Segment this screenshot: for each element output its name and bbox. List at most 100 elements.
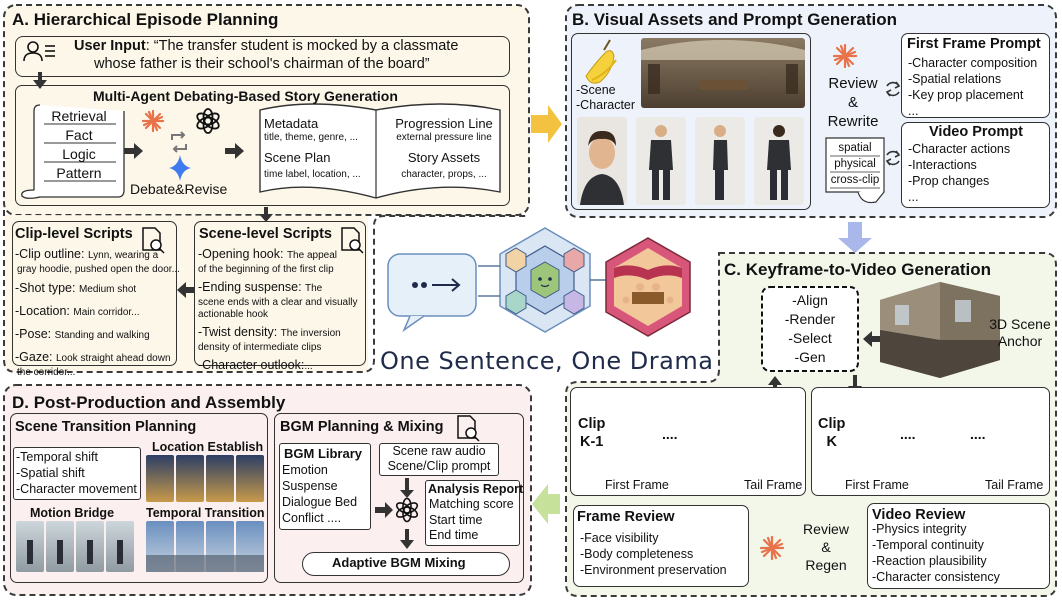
- frame-review-list: -Face visibility -Body completeness -Env…: [580, 531, 727, 577]
- arrow-a-to-b: [531, 105, 562, 143]
- video-prompt-box: [901, 122, 1050, 208]
- story-assets-sub: character, props, ...: [401, 169, 487, 180]
- clip-scripts-title: Clip-level Scripts: [15, 226, 133, 242]
- scroll-item: Logic: [62, 146, 96, 162]
- location-establish-thumbs: [146, 455, 264, 502]
- scene-item-cont: actionable hook: [198, 309, 269, 320]
- speech-bubble-icon: [387, 253, 477, 333]
- scene-transition-box: [10, 413, 268, 583]
- visual-assets-box: [571, 33, 811, 210]
- scroll-item: Retrieval: [51, 108, 107, 124]
- first-frame-prompt-list: -Character composition -Spatial relation…: [908, 56, 1038, 118]
- scene-scripts-list: -Opening hook: The appeal of the beginni…: [198, 246, 358, 375]
- open-book: [259, 103, 501, 199]
- clip-scripts-list: -Clip outline: Lynn, wearing a gray hood…: [15, 246, 180, 379]
- tail-frame-label: Tail Frame: [744, 478, 803, 492]
- bgm-library-title: BGM Library: [284, 446, 363, 461]
- clip-item-cont: gray hoodie, pushed open the door...: [17, 264, 180, 275]
- scene-item: -Twist density: The inversion: [198, 325, 341, 339]
- scene-anchor-label: 3D Scene Anchor: [989, 316, 1051, 349]
- ellipsis: ....: [970, 426, 986, 442]
- ellipsis: ....: [900, 426, 916, 442]
- location-establish-label: Location Establish: [152, 440, 264, 454]
- user-list-icon: [23, 41, 55, 62]
- debate-title: Multi-Agent Debating-Based Story Generat…: [93, 88, 398, 104]
- scene-item: -Opening hook: The appeal: [198, 247, 337, 261]
- bgm-library-box: [279, 443, 371, 530]
- clip-k-label: Clip K: [818, 416, 846, 450]
- panel-c-title: C. Keyframe-to-Video Generation: [724, 260, 992, 279]
- scene-label: -Scene: [576, 83, 616, 97]
- review-rewrite-label: Review & Rewrite: [827, 75, 879, 130]
- user-input-label: User Input: [74, 38, 146, 54]
- analysis-report-box: [425, 480, 520, 546]
- temporal-transition-label: Temporal Transition: [146, 506, 265, 520]
- scroll-items: Retrieval Fact Logic Pattern: [36, 107, 122, 183]
- debate-box: [15, 85, 510, 206]
- adaptive-bgm-label: Adaptive BGM Mixing: [332, 555, 466, 570]
- scene-plan-title: Scene Plan: [264, 150, 331, 165]
- metadata-title: Metadata: [264, 116, 319, 131]
- slogan: One Sentence, One Drama: [380, 347, 714, 375]
- motion-bridge-thumbs: [16, 521, 134, 572]
- ellipsis: ....: [662, 426, 678, 442]
- video-review-box: [867, 503, 1050, 589]
- scene-anchor-3d: [880, 282, 1000, 378]
- kf-steps: -Align -Render -Select -Gen: [784, 292, 836, 365]
- document-search-icon: [142, 227, 165, 254]
- first-frame-prompt-box: [901, 33, 1050, 118]
- user-input-line-2: whose father is their school's chairman …: [94, 56, 430, 72]
- progression-sub: external pressure line: [396, 132, 492, 143]
- clip-k1-label: Clip K-1: [578, 416, 606, 450]
- bgm-box: [274, 413, 524, 583]
- book-story-assets: Story Assets character, props, ...: [392, 150, 496, 181]
- analysis-report-list: Matching score Start time End time: [429, 497, 514, 542]
- progression-title: Progression Line: [395, 116, 493, 131]
- adaptive-bgm-box: [302, 552, 510, 576]
- raw-audio-box: [379, 443, 499, 476]
- video-review-title: Video Review: [872, 507, 966, 523]
- temporal-transition-thumbs: [146, 521, 264, 572]
- frame-review-title: Frame Review: [577, 509, 675, 525]
- user-input-box: [15, 36, 510, 77]
- clip-item: -Gaze: Look straight ahead down: [15, 350, 171, 364]
- book-progression: Progression Line external pressure line: [392, 116, 496, 144]
- character-front-view: [636, 117, 686, 205]
- motion-bridge-label: Motion Bridge: [30, 506, 115, 520]
- scene-item-cont: of the beginning of the first clip: [198, 264, 334, 275]
- metadata-sub: title, theme, genre, ...: [264, 132, 358, 143]
- scene-transition-list: -Temporal shift -Spatial shift -Characte…: [16, 450, 137, 496]
- bgm-title: BGM Planning & Mixing: [280, 419, 444, 435]
- book-scene-plan: Scene Plan time label, location, ...: [264, 150, 361, 181]
- clip-item: -Shot type: Medium shot: [15, 281, 137, 295]
- arrow-c-to-d: [532, 484, 560, 524]
- brain-hexagon-icon: [478, 227, 591, 333]
- character-portrait-face: [577, 117, 627, 205]
- story-assets-title: Story Assets: [407, 150, 481, 165]
- video-prompt-title: Video Prompt: [929, 124, 1023, 140]
- banana-icon: [585, 39, 617, 84]
- panel-d-title: D. Post-Production and Assembly: [12, 393, 286, 412]
- clip-item: -Pose: Standing and walking: [15, 327, 150, 341]
- small-scroll-items: spatial physical cross-clip: [830, 142, 880, 186]
- claude-star-icon: [141, 109, 165, 133]
- raw-audio-text: Scene raw audio Scene/Clip prompt: [387, 444, 491, 473]
- clip-scripts-box: [12, 221, 177, 366]
- frame-review-box: [573, 505, 749, 587]
- tail-frame-label: Tail Frame: [985, 478, 1044, 492]
- scroll-item: Pattern: [56, 165, 102, 181]
- character-side-view: [695, 117, 745, 205]
- scene-item: -Ending suspense: The: [198, 280, 323, 294]
- first-frame-label: First Frame: [845, 478, 909, 492]
- scroll-item: Fact: [65, 127, 93, 143]
- arrow-b-to-c: [838, 222, 872, 253]
- clip-item: -Location: Main corridor...: [15, 304, 140, 318]
- review-regen-label: Review & Regen: [803, 521, 849, 573]
- stage-theater-icon: [590, 237, 691, 337]
- character-back-view: [754, 117, 804, 205]
- video-prompt-list: -Character actions -Interactions -Prop c…: [908, 142, 1011, 204]
- panel-b-title: B. Visual Assets and Prompt Generation: [572, 10, 897, 29]
- book-metadata: Metadata title, theme, genre, ...: [264, 116, 358, 144]
- scene-plan-sub: time label, location, ...: [264, 169, 361, 180]
- panel-a-title: A. Hierarchical Episode Planning: [12, 10, 279, 29]
